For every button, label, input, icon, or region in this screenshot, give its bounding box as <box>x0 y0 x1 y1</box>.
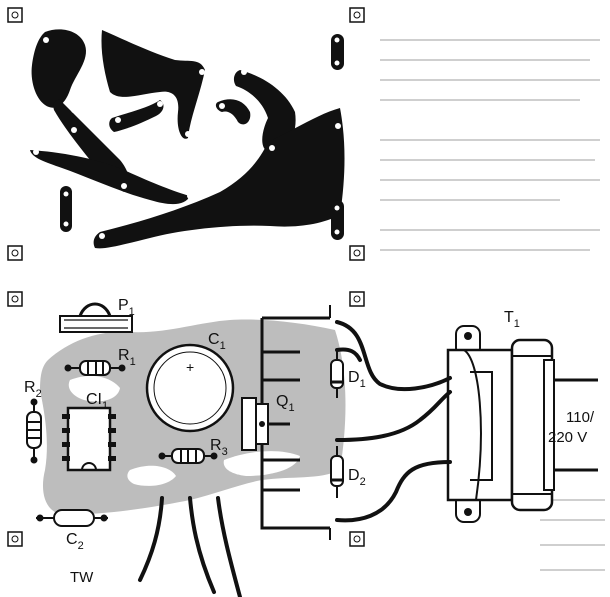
diode-d1 <box>330 350 344 398</box>
trace-lower-left <box>30 150 190 205</box>
label-c2: C2 <box>66 531 84 552</box>
wire-tw-b <box>188 496 216 594</box>
wire-tw-c <box>216 496 242 597</box>
corner-mark-bottom-panel-top-left <box>7 291 23 307</box>
slot-top-right <box>331 34 344 70</box>
diode-d2 <box>330 446 344 498</box>
label-mains-line2: 220 V <box>548 429 587 446</box>
trace-large-sweep <box>93 108 345 249</box>
resistor-r2 <box>26 398 42 464</box>
label-r3: R3 <box>210 437 228 458</box>
capacitor-c2 <box>36 509 108 527</box>
trace-branch <box>109 100 164 132</box>
trace-left-large <box>31 29 87 108</box>
heatsink-outline <box>260 316 330 530</box>
label-q1: Q1 <box>276 393 295 414</box>
ic-ci1 <box>62 406 116 472</box>
component-panel: + <box>7 291 598 597</box>
corner-mark-top-left <box>7 7 23 23</box>
label-t1: T1 <box>504 309 520 330</box>
slot-bottom-right <box>331 200 344 240</box>
resistor-r3 <box>158 448 218 464</box>
svg-text:+: + <box>186 359 194 375</box>
corner-mark-bottom-panel-bottom-left <box>7 531 23 547</box>
transformer-t1 <box>446 325 598 523</box>
label-c1: C1 <box>208 331 226 352</box>
wire-tw-a <box>138 496 164 582</box>
label-d2: D2 <box>348 467 366 488</box>
corner-mark-bottom-panel-top-right <box>349 291 365 307</box>
component-labels: P1 R1 R2 CI1 C1 R3 C2 Q1 D1 D2 T1 110/ 2… <box>24 297 595 586</box>
transistor-q1 <box>241 397 290 451</box>
wire-d2-transformer-b <box>335 460 452 523</box>
label-mains-line1: 110/ <box>566 409 595 426</box>
solder-pads <box>33 37 341 239</box>
wire-d1-transformer <box>335 320 452 392</box>
label-ci1: CI1 <box>86 391 108 412</box>
wire-d2-transformer-a <box>335 390 452 442</box>
corner-mark-bottom-panel-bottom-right <box>349 531 365 547</box>
potentiometer-p1 <box>59 302 133 333</box>
label-r2: R2 <box>24 379 42 400</box>
label-tw: TW <box>70 569 94 586</box>
wires <box>138 320 452 597</box>
label-d1: D1 <box>348 369 366 390</box>
copper-traces <box>30 29 345 249</box>
trace-center-top <box>101 30 205 139</box>
mounting-slots <box>60 34 344 240</box>
pcb-layout-panel <box>7 7 365 261</box>
label-r1: R1 <box>118 347 136 368</box>
corner-mark-bottom-left <box>7 245 23 261</box>
wire-top-transformer <box>335 347 362 362</box>
trace-small-arc <box>215 99 251 125</box>
corner-mark-top-right <box>349 7 365 23</box>
trace-right-curve <box>233 70 296 152</box>
slot-left <box>60 186 72 232</box>
corner-mark-bottom-right <box>349 245 365 261</box>
heatsink-bracket <box>260 305 331 540</box>
capacitor-c1: + <box>145 343 235 433</box>
label-p1: P1 <box>118 297 135 318</box>
resistor-r1 <box>64 360 126 376</box>
